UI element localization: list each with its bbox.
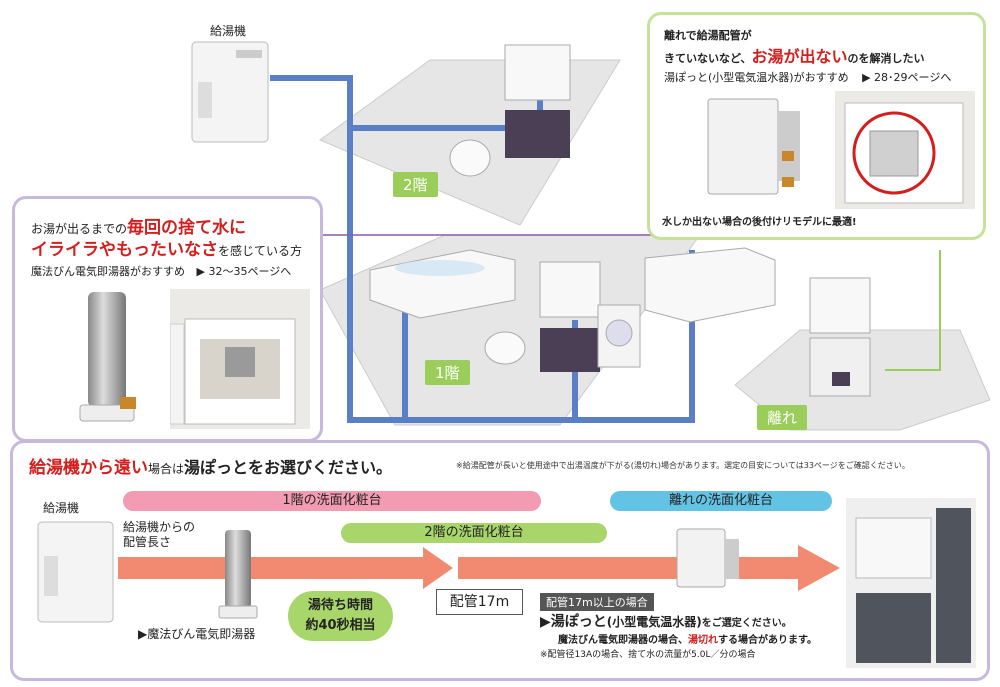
right-panel-line1: 離れで給湯配管が [664, 29, 752, 42]
left-info-panel: お湯が出るまでの毎回の捨て水に イライラやもったいなさを感じている方 魔法びん電… [12, 196, 323, 442]
water-heater-illustration-bottom [37, 521, 114, 623]
band-annex: 離れの洗面化粧台 [610, 491, 832, 511]
left-line1-emphasis: 毎回の捨て水に [127, 218, 247, 238]
left-line2-emphasis: イライラやもったいなさ [31, 240, 218, 260]
right-panel-caption: 水しか出ない場合の後付けリモデルに最適! [662, 217, 857, 228]
left-recommend-text: 魔法びん電気即湯器がおすすめ [31, 265, 185, 278]
right-panel-recommend: 湯ぽっと(小型電気温水器)がおすすめ ▶ 28･29ページへ [664, 69, 951, 85]
pipe-label-line2: 配管長さ [123, 535, 172, 549]
pipe-label-line1: 給湯機からの [123, 520, 196, 534]
band-floor1: 1階の洗面化粧台 [123, 491, 541, 511]
floor-plan-illustration [191, 41, 991, 431]
vanity-cabinet-photo [170, 289, 310, 429]
band-floor2: 2階の洗面化粧台 [341, 523, 607, 543]
right-line2-post: のを解消したい [847, 52, 925, 65]
heater-label-bottom: 給湯機 [43, 501, 80, 515]
left-panel-line1: お湯が出るまでの毎回の捨て水に [31, 213, 246, 238]
wait-line2: 約40秒相当 [305, 618, 376, 633]
advice-line: ▶湯ぽっと(小型電気温水器)をご選定ください。 [540, 611, 792, 631]
warn-emphasis: 湯切れ [688, 635, 718, 646]
heater-label-top: 給湯機 [210, 24, 247, 38]
small-water-heater-illustration [707, 98, 800, 195]
toilet-floor1 [484, 331, 526, 365]
water-heater-illustration [191, 41, 269, 143]
kitchen [644, 247, 776, 323]
vanity-floor2 [504, 44, 571, 158]
small-heater-bottom [676, 528, 739, 588]
warning-line: 魔法びん電気即湯器の場合、湯切れする場合があります。 [558, 631, 817, 646]
toilet-floor2 [449, 139, 491, 177]
right-line2-emphasis: お湯が出ない [751, 47, 848, 66]
over-17m-tag: 配管17m以上の場合 [540, 593, 654, 611]
floor2-tag: 2階 [393, 172, 438, 197]
advice-paren: (小型電気温水器) [606, 615, 702, 629]
instant-heater-illustration [79, 292, 136, 422]
left-panel-recommend: 魔法びん電気即湯器がおすすめ ▶ 32～35ページへ [31, 263, 291, 279]
floor1-tag: 1階 [425, 360, 470, 385]
bottom-panel: 給湯機から遠い場合は湯ぽっとをお選びください。 ※給湯配管が長いと使用途中で出湯… [10, 440, 990, 681]
product-label: ▶魔法びん電気即湯器 [138, 627, 256, 641]
bathtub [369, 249, 516, 319]
advice-post: をご選定ください。 [701, 618, 792, 629]
footnote: ※配管径13Aの場合、捨て水の流量が5.0L／分の場合 [540, 650, 756, 660]
headline-main: 湯ぽっとをお選びください。 [184, 458, 393, 477]
pipe-length-label: 配管17m [436, 589, 523, 615]
left-line2-post: を感じている方 [218, 244, 303, 258]
left-line1-pre: お湯が出るまでの [31, 222, 128, 236]
right-recommend-text: 湯ぽっと(小型電気温水器)がおすすめ [664, 71, 849, 84]
pipe-length-arrow [118, 545, 840, 591]
washing-machine [597, 304, 641, 368]
warn-post: する場合があります。 [718, 635, 817, 646]
right-panel-line2: きていないなど、お湯が出ないのを解消したい [664, 43, 924, 67]
annex-tag: 離れ [757, 405, 808, 430]
right-page-ref: ▶ 28･29ページへ [862, 71, 952, 84]
bottom-headline: 給湯機から遠い場合は湯ぽっとをお選びください。 [29, 453, 392, 478]
left-panel-line2: イライラやもったいなさを感じている方 [31, 235, 302, 260]
headline-note: ※給湯配管が長いと使用途中で出湯温度が下がる(湯切れ)場合があります。選定の目安… [456, 461, 910, 470]
left-page-ref: ▶ 32～35ページへ [196, 265, 292, 278]
annex-line [885, 250, 941, 371]
wait-time-badge: 湯待ち時間 約40秒相当 [288, 591, 393, 641]
headline-mid: 場合は [148, 462, 185, 476]
warn-pre: 魔法びん電気即湯器の場合、 [558, 635, 688, 646]
instant-heater-bottom [218, 530, 258, 619]
headline-emphasis: 給湯機から遠い [29, 458, 148, 478]
wait-line1: 湯待ち時間 [307, 598, 373, 613]
right-line2-pre: きていないなど、 [664, 52, 752, 65]
cabinet-install-photo [835, 91, 975, 209]
vanity-floor1 [539, 261, 601, 372]
annex-vanity-photo [846, 498, 976, 668]
right-info-panel: 離れで給湯配管が きていないなど、お湯が出ないのを解消したい 湯ぽっと(小型電気… [647, 12, 986, 240]
advice-pre: ▶湯ぽっと [540, 614, 607, 630]
vanity-annex [809, 277, 871, 397]
